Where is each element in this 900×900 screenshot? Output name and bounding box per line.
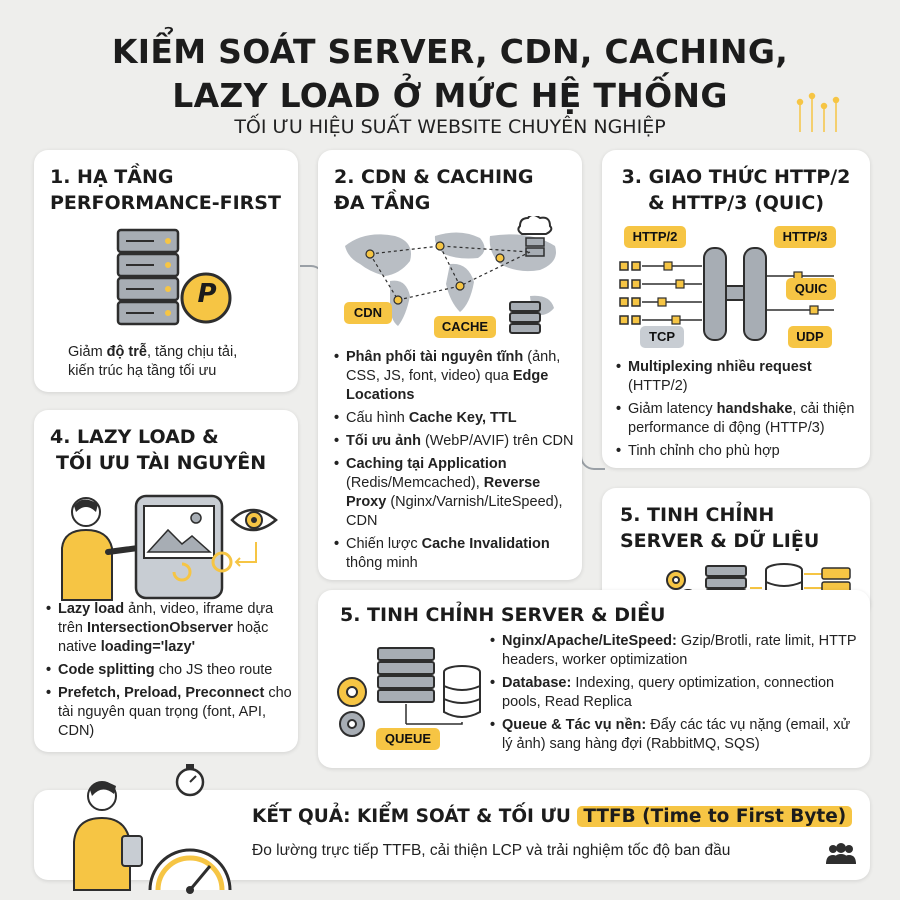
result-title: KẾT QUẢ: KIỂM SOÁT & TỐI ƯU TTFB (Time t…: [252, 806, 853, 827]
person-tablet-icon: [61, 494, 278, 601]
tcp-tag: TCP: [640, 326, 684, 348]
card-1-title: 1. HẠ TẦNG PERFORMANCE-FIRST: [50, 166, 281, 214]
page-subtitle: TỐI ƯU HIỆU SUẤT WEBSITE CHUYÊN NGHIỆP: [234, 116, 666, 138]
performance-badge-letter: P: [197, 279, 217, 309]
list-item: Multiplexing nhiều request (HTTP/2): [616, 358, 862, 396]
world-map-icon: [345, 216, 556, 326]
cache-server-icon: [509, 301, 541, 334]
server-queue-icon: [337, 647, 481, 737]
list-item: Caching tại Application (Redis/Memcached…: [334, 455, 574, 531]
circuit-decoration-icon: [796, 92, 840, 132]
card-2-title: 2. CDN & CACHING ĐA TẦNG: [334, 166, 534, 214]
queue-tag: QUEUE: [376, 728, 440, 750]
list-item: Phân phối tài nguyên tĩnh (ảnh, CSS, JS,…: [334, 348, 574, 405]
card-5b-title: 5. TINH CHỈNH SERVER & DIỀU: [340, 604, 666, 626]
page-title: KIỂM SOÁT SERVER, CDN, CACHING, LAZY LOA…: [0, 30, 900, 118]
list-item: Tinh chỉnh cho phù hợp: [616, 442, 862, 461]
list-item: Queue & Tác vụ nền: Đẩy các tác vụ nặng …: [490, 716, 860, 754]
result-description: Đo lường trực tiếp TTFB, cải thiện LCP v…: [252, 842, 731, 859]
card-1-description: Giảm độ trễ, tăng chịu tải, kiến trúc hạ…: [68, 344, 238, 379]
list-item: Giảm latency handshake, cải thiện perfor…: [616, 400, 862, 438]
http2-tag: HTTP/2: [624, 226, 686, 248]
list-item: Prefetch, Preload, Preconnect cho tài ng…: [46, 684, 292, 741]
title-line-2: LAZY LOAD Ở MỨC HỆ THỐNG: [172, 76, 728, 115]
card-5a-title: 5. TINH CHỈNH SERVER & DỮ LIỆU: [620, 504, 820, 552]
list-item: Lazy load ảnh, video, iframe dựa trên In…: [46, 600, 292, 657]
card-3-title: 3. GIAO THỨC HTTP/2 & HTTP/3 (QUIC): [621, 166, 851, 214]
card-cdn-caching: 2. CDN & CACHING ĐA TẦNG CDN CACHE Phân …: [318, 150, 582, 580]
card-server-tuning: 5. TINH CHỈNH SERVER & DIỀU QUEUE Nginx/…: [318, 590, 870, 768]
card-5b-bullets: Nginx/Apache/LiteSpeed: Gzip/Brotli, rat…: [490, 632, 860, 758]
card-4-bullets: Lazy load ảnh, video, iframe dựa trên In…: [46, 600, 292, 745]
list-item: Database: Indexing, query optimization, …: [490, 674, 860, 712]
list-item: Cấu hình Cache Key, TTL: [334, 409, 574, 428]
cdn-tag: CDN: [344, 302, 392, 324]
udp-tag: UDP: [788, 326, 832, 348]
person-stopwatch-icon: [73, 764, 232, 894]
card-4-title: 4. LAZY LOAD & TỐI ƯU TÀI NGUYÊN: [50, 426, 267, 474]
list-item: Tối ưu ảnh (WebP/AVIF) trên CDN: [334, 432, 574, 451]
quic-tag: QUIC: [786, 278, 836, 300]
card-infrastructure: 1. HẠ TẦNG PERFORMANCE-FIRST P Giảm độ t…: [34, 150, 298, 392]
card-2-bullets: Phân phối tài nguyên tĩnh (ảnh, CSS, JS,…: [334, 348, 574, 577]
users-icon: [826, 843, 856, 864]
protocol-pipe-icon: [619, 247, 834, 341]
http3-tag: HTTP/3: [774, 226, 836, 248]
server-stack-icon: [116, 228, 232, 326]
title-line-1: KIỂM SOÁT SERVER, CDN, CACHING,: [111, 32, 789, 71]
card-3-bullets: Multiplexing nhiều request (HTTP/2) Giảm…: [616, 358, 862, 465]
list-item: Chiến lược Cache Invalidation thông minh: [334, 535, 574, 573]
card-lazy-load: 4. LAZY LOAD & TỐI ƯU TÀI NGUYÊN Lazy lo…: [34, 410, 298, 752]
cache-tag: CACHE: [434, 316, 496, 338]
card-http-protocols: 3. GIAO THỨC HTTP/2 & HTTP/3 (QUIC) HTTP…: [602, 150, 870, 468]
list-item: Nginx/Apache/LiteSpeed: Gzip/Brotli, rat…: [490, 632, 860, 670]
list-item: Code splitting cho JS theo route: [46, 661, 292, 680]
